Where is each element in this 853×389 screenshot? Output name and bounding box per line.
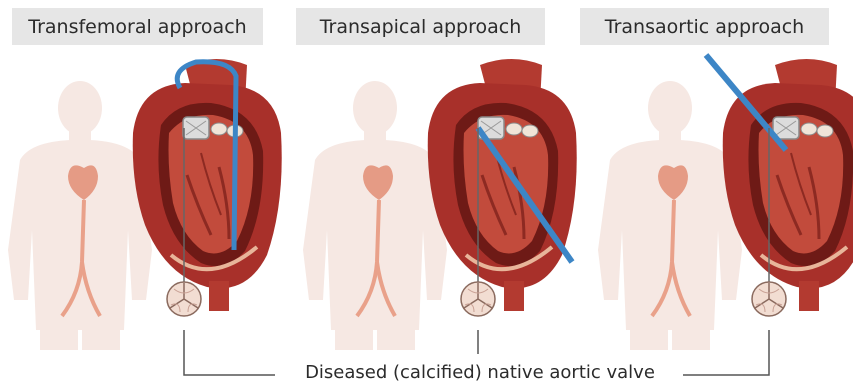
body-silhouette (598, 81, 742, 350)
native-valve-icon (461, 282, 495, 316)
native-valve-icon (167, 282, 201, 316)
native-valve-icon (752, 282, 786, 316)
panel-transapical (303, 59, 577, 350)
heart-cutaway (133, 59, 282, 311)
panel-transaortic (598, 55, 853, 350)
caption-native-aortic-valve: Diseased (calcified) native aortic valve (290, 362, 670, 383)
heart-cutaway (428, 59, 577, 311)
body-silhouette (303, 81, 447, 350)
body-silhouette (8, 81, 152, 350)
panel-transfemoral (8, 59, 282, 350)
